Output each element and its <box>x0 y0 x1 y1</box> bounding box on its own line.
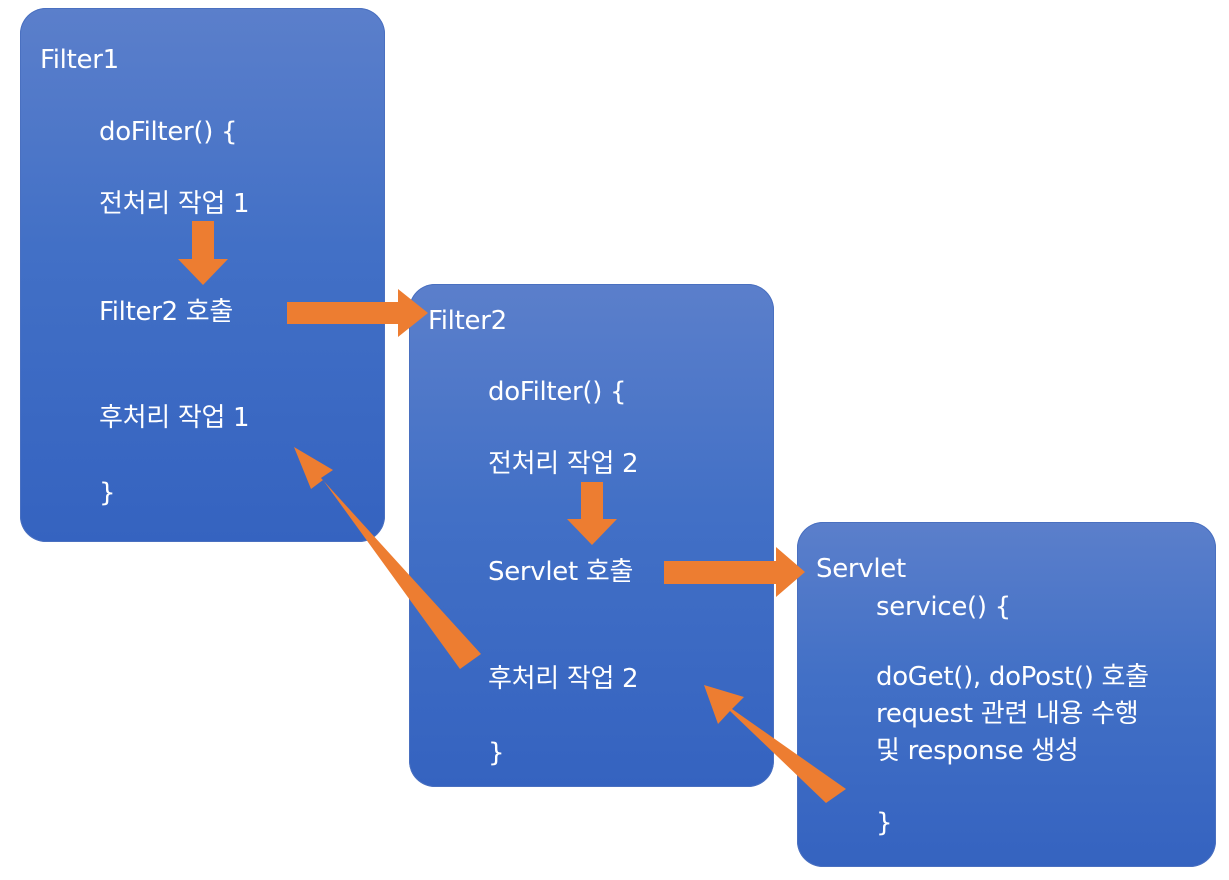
servlet-title: Servlet <box>816 554 906 584</box>
filter1-title: Filter1 <box>40 45 119 75</box>
filter2-pre-process: 전처리 작업 2 <box>488 449 639 479</box>
servlet-service-close: } <box>876 808 893 838</box>
filter2-box <box>409 284 774 787</box>
servlet-line-doget-dopost: doGet(), doPost() 호출 <box>876 662 1149 692</box>
filter1-pre-process: 전처리 작업 1 <box>99 189 250 219</box>
filter1-box <box>20 8 385 542</box>
filter2-post-process: 후처리 작업 2 <box>488 664 639 694</box>
filter2-title: Filter2 <box>428 306 507 336</box>
servlet-service-open: service() { <box>876 592 1011 622</box>
filter1-post-process: 후처리 작업 1 <box>99 403 250 433</box>
filter1-dofilter-open: doFilter() { <box>99 117 238 147</box>
filter2-call-servlet: Servlet 호출 <box>488 557 634 587</box>
servlet-line-response: 및 response 생성 <box>876 736 1079 766</box>
filter2-dofilter-open: doFilter() { <box>488 377 627 407</box>
filter1-dofilter-close: } <box>99 478 116 508</box>
filter1-call-filter2: Filter2 호출 <box>99 297 234 327</box>
servlet-line-request: request 관련 내용 수행 <box>876 699 1139 729</box>
servlet-box <box>797 522 1216 867</box>
filter2-dofilter-close: } <box>488 738 505 768</box>
